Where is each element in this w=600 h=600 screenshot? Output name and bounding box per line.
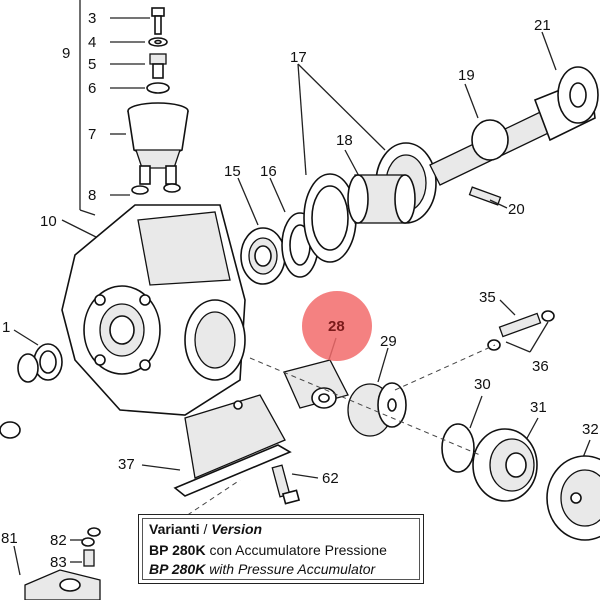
callout-28: 28	[328, 318, 345, 335]
key-part-20	[468, 186, 508, 209]
callout-35: 35	[479, 289, 496, 306]
callout-20: 20	[508, 201, 525, 218]
oil-cup-part-7	[110, 102, 189, 185]
bearing-part-15	[237, 177, 286, 285]
callout-30: 30	[474, 376, 491, 393]
legend-row1-model: BP 280K	[149, 542, 206, 558]
legend-title: Varianti / Version	[149, 521, 262, 537]
callout-29: 29	[380, 333, 397, 350]
variants-legend: Varianti / Version BP 280K con Accumulat…	[138, 514, 424, 584]
callout-17: 17	[290, 49, 307, 66]
legend-row2-model: BP 280K	[149, 561, 206, 577]
callout-18: 18	[336, 132, 353, 149]
legend-row1-desc: con Accumulatore Pressione	[209, 542, 387, 558]
bushing-part-18	[344, 149, 416, 224]
callout-5: 5	[88, 56, 96, 73]
accumulator-part-81	[13, 545, 101, 600]
callout-36: 36	[532, 358, 549, 375]
pump-housing-part-10	[61, 204, 246, 416]
diaphragm-part-31	[472, 417, 539, 502]
callout-83: 83	[50, 554, 67, 571]
ring-part-30	[441, 395, 483, 473]
legend-separator: /	[203, 521, 208, 537]
disc-part-21	[541, 31, 599, 124]
piston-part-29	[347, 347, 407, 437]
callout-1: 1	[2, 319, 10, 336]
legend-row-2: BP 280K with Pressure Accumulator	[149, 561, 375, 577]
seal-part-1	[0, 329, 63, 439]
connecting-rod-part-28	[283, 337, 349, 409]
callout-3: 3	[88, 10, 96, 27]
fitting-part-83	[70, 549, 95, 567]
callout-82: 82	[50, 532, 67, 549]
callout-4: 4	[88, 34, 96, 51]
base-bracket-part-37	[141, 394, 292, 497]
legend-title-it: Varianti	[149, 521, 200, 537]
screw-part-3	[110, 7, 165, 35]
callout-37: 37	[118, 456, 135, 473]
plate-part-32	[546, 439, 600, 541]
callout-19: 19	[458, 67, 475, 84]
pin-part-35	[498, 299, 542, 338]
callout-32: 32	[582, 421, 599, 438]
callout-6: 6	[88, 80, 96, 97]
callout-10: 10	[40, 213, 57, 230]
legend-row2-desc: with Pressure Accumulator	[209, 561, 376, 577]
callout-7: 7	[88, 126, 96, 143]
bolt-part-62	[271, 464, 319, 505]
callout-81: 81	[1, 530, 18, 547]
callout-62: 62	[322, 470, 339, 487]
callout-16: 16	[260, 163, 277, 180]
callout-31: 31	[530, 399, 547, 416]
oring-part-8	[110, 183, 181, 196]
callout-21: 21	[534, 17, 551, 34]
highlight-marker	[302, 291, 372, 361]
oring-part-6	[110, 82, 170, 94]
legend-title-en: Version	[211, 521, 263, 537]
legend-row-1: BP 280K con Accumulatore Pressione	[149, 542, 387, 558]
callout-15: 15	[224, 163, 241, 180]
fitting-part-5	[110, 53, 167, 79]
circlip-part-36	[487, 310, 555, 353]
callout-8: 8	[88, 187, 96, 204]
washer-part-82	[70, 527, 101, 547]
washer-part-4	[110, 37, 168, 47]
callout-9: 9	[62, 45, 70, 62]
